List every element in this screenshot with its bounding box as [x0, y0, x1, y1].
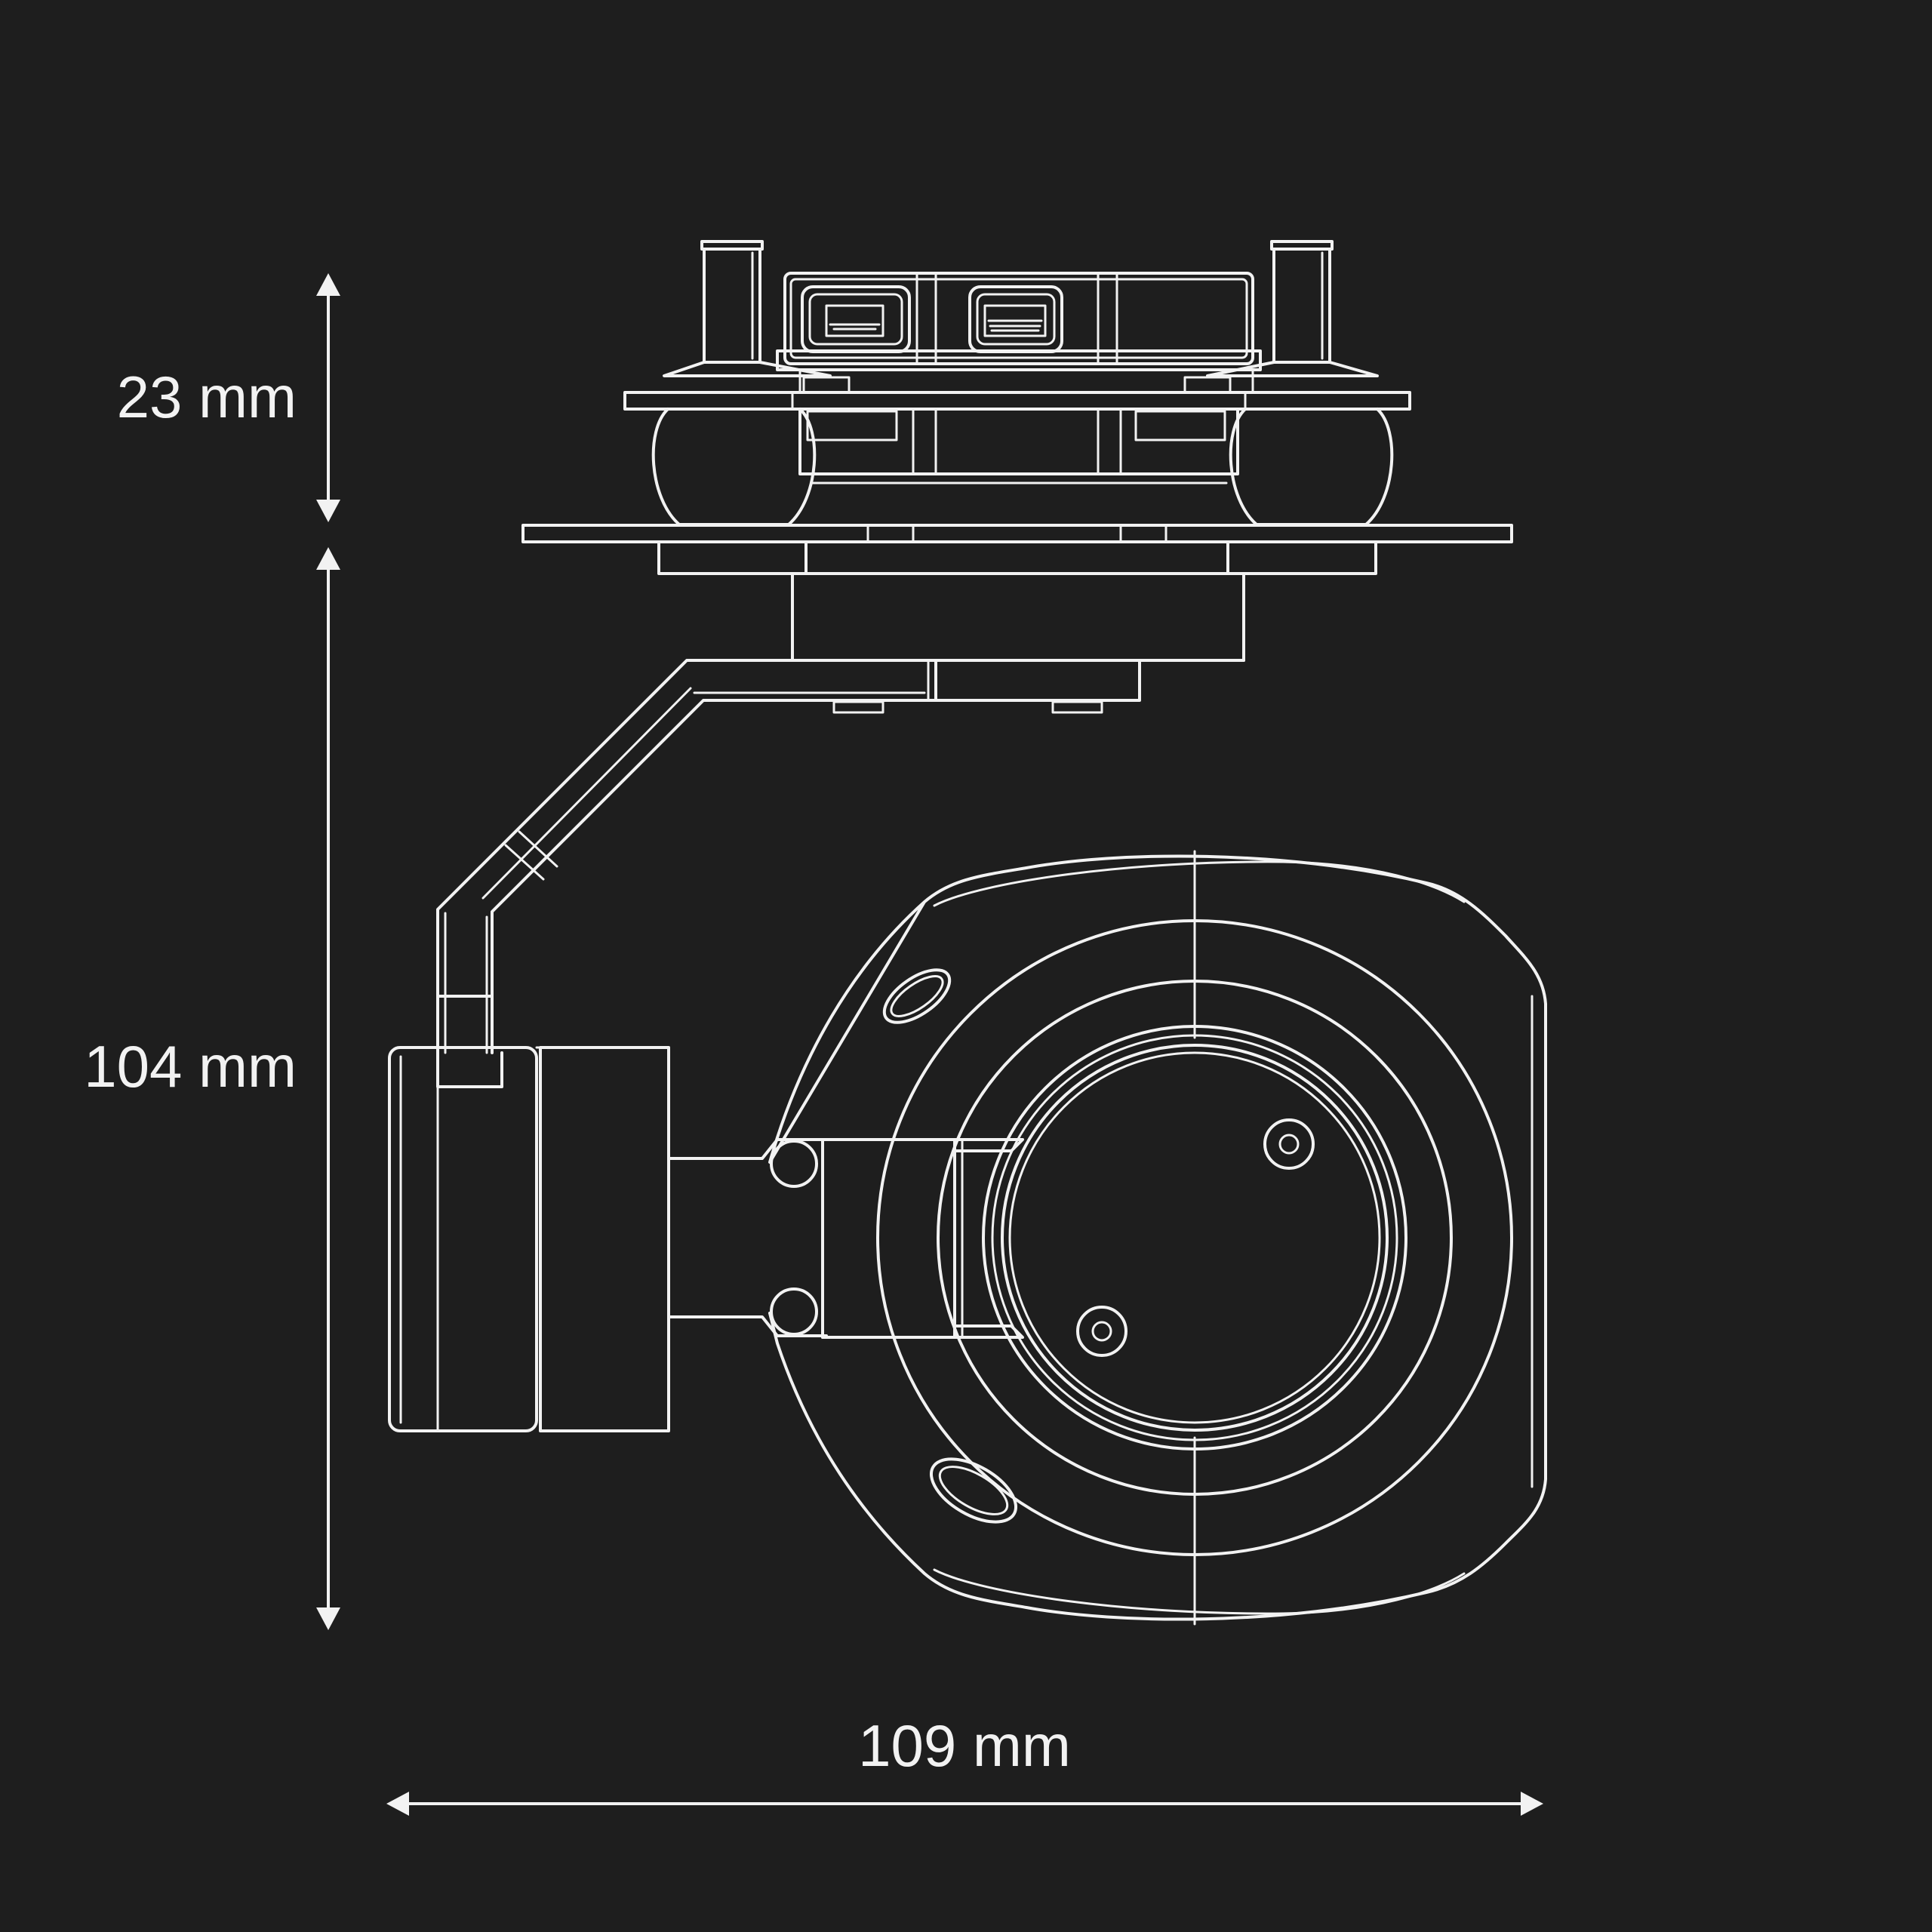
dimension-width: 109 mm	[386, 1712, 1543, 1816]
gimbal-arm	[436, 659, 1245, 1088]
arrow-down-icon	[316, 1607, 340, 1630]
dimension-body-height: 104 mm	[84, 547, 340, 1630]
vent-slot-lower-icon	[929, 1457, 1018, 1524]
usb-port-right-icon	[968, 285, 1063, 353]
dimension-top-height: 23 mm	[117, 273, 340, 522]
camera-lens	[982, 1025, 1407, 1451]
dimension-label-body-height: 104 mm	[84, 1033, 297, 1100]
yaw-motor	[791, 572, 1245, 662]
damper-ball-left	[651, 408, 817, 575]
connector-box	[776, 272, 1262, 394]
screw-icon	[770, 1140, 818, 1188]
arrow-down-icon	[316, 500, 340, 522]
vent-slot-upper-icon	[882, 968, 952, 1024]
inter-plate-frame	[798, 408, 1239, 485]
camera-head	[768, 850, 1547, 1626]
mounting-post-right	[1206, 240, 1379, 377]
arrow-up-icon	[316, 273, 340, 296]
lens-screw-upper-icon	[1263, 1118, 1315, 1170]
screw-icon	[770, 1287, 818, 1336]
tilt-connector	[667, 1138, 1024, 1339]
upper-plate	[623, 376, 1411, 411]
mounting-plate-assembly	[521, 240, 1513, 575]
usb-port-left-icon	[801, 285, 911, 353]
arrow-up-icon	[316, 547, 340, 570]
dimension-label-top-height: 23 mm	[117, 364, 297, 430]
arrow-left-icon	[386, 1792, 409, 1816]
lower-plate	[521, 524, 1513, 543]
arrow-right-icon	[1521, 1792, 1543, 1816]
roll-motor	[388, 1046, 670, 1432]
damper-ball-right	[1226, 408, 1394, 575]
lens-screw-lower-icon	[1076, 1306, 1128, 1357]
dimension-label-width: 109 mm	[858, 1712, 1071, 1779]
mounting-post-left	[663, 240, 832, 377]
